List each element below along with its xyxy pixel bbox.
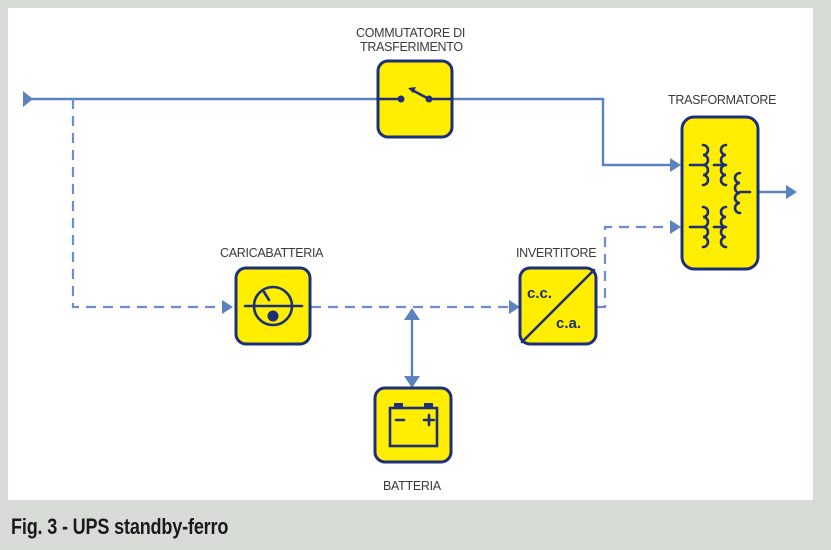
output-line <box>758 185 797 199</box>
battery-block: BATTERIA <box>373 386 453 493</box>
ups-diagram: COMMUTATORE DI TRASFERIMENTO TRASFORMATO… <box>23 26 797 493</box>
inverter-output-text: c.a. <box>556 315 581 332</box>
battery-charger-block: CARICABATTERIA <box>220 246 324 346</box>
inverter-input-text: c.c. <box>527 285 552 302</box>
inverter-input-arrow-icon <box>509 300 520 314</box>
charger-input-arrow-icon <box>222 300 233 314</box>
output-arrow-icon <box>786 185 797 199</box>
switch-icon <box>378 87 452 103</box>
arrow-down-icon <box>404 376 420 388</box>
switch-label-line1: COMMUTATORE DI <box>356 26 465 40</box>
charger-label: CARICABATTERIA <box>220 246 324 260</box>
main-line <box>23 91 681 172</box>
transformer-coil-icon <box>688 143 752 249</box>
battery-link <box>404 308 420 388</box>
inverter-label: INVERTITORE <box>516 246 596 260</box>
transformer-input-arrow-icon <box>670 158 681 172</box>
arrow-up-icon <box>404 308 420 320</box>
transformer-backup-arrow-icon <box>670 220 681 234</box>
transfer-switch-block: COMMUTATORE DI TRASFERIMENTO <box>356 26 465 139</box>
inverter-block: INVERTITORE c.c. c.a. <box>516 246 598 346</box>
battery-label: BATTERIA <box>383 479 442 493</box>
backup-path <box>71 99 681 314</box>
figure-caption: Fig. 3 - UPS standby-ferro <box>11 514 229 539</box>
inverter-diagonal-icon <box>520 268 596 344</box>
transformer-block: TRASFORMATORE <box>668 93 776 271</box>
battery-icon <box>388 403 439 448</box>
rectifier-icon <box>243 285 304 327</box>
transformer-label: TRASFORMATORE <box>668 93 776 107</box>
switch-label-line2: TRASFERIMENTO <box>360 40 463 54</box>
